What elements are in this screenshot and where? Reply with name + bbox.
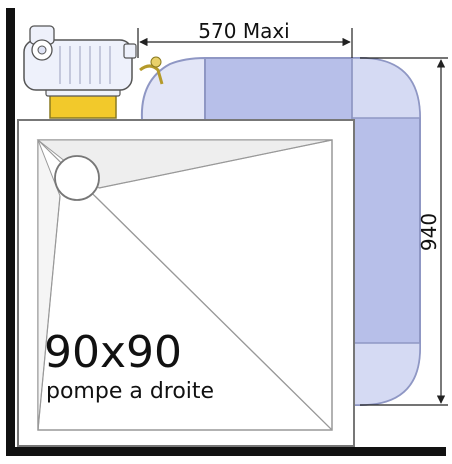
pump-position-label: pompe a droite xyxy=(46,379,214,404)
tank-top-band xyxy=(351,57,421,119)
height-dimension-label: 940 xyxy=(417,213,441,251)
drain-circle-icon xyxy=(54,155,100,201)
tank-bottom-band xyxy=(351,342,421,406)
left-wall xyxy=(6,8,15,456)
bottom-wall xyxy=(6,447,446,456)
width-dimension: 570 Maxi xyxy=(137,19,353,58)
height-dimension: 940 xyxy=(360,57,448,406)
pump-unit-icon xyxy=(23,25,164,119)
walls xyxy=(6,8,446,456)
width-dimension-label: 570 Maxi xyxy=(198,19,289,43)
shower-tray xyxy=(17,119,355,447)
tray-size-label: 90x90 xyxy=(44,327,182,378)
